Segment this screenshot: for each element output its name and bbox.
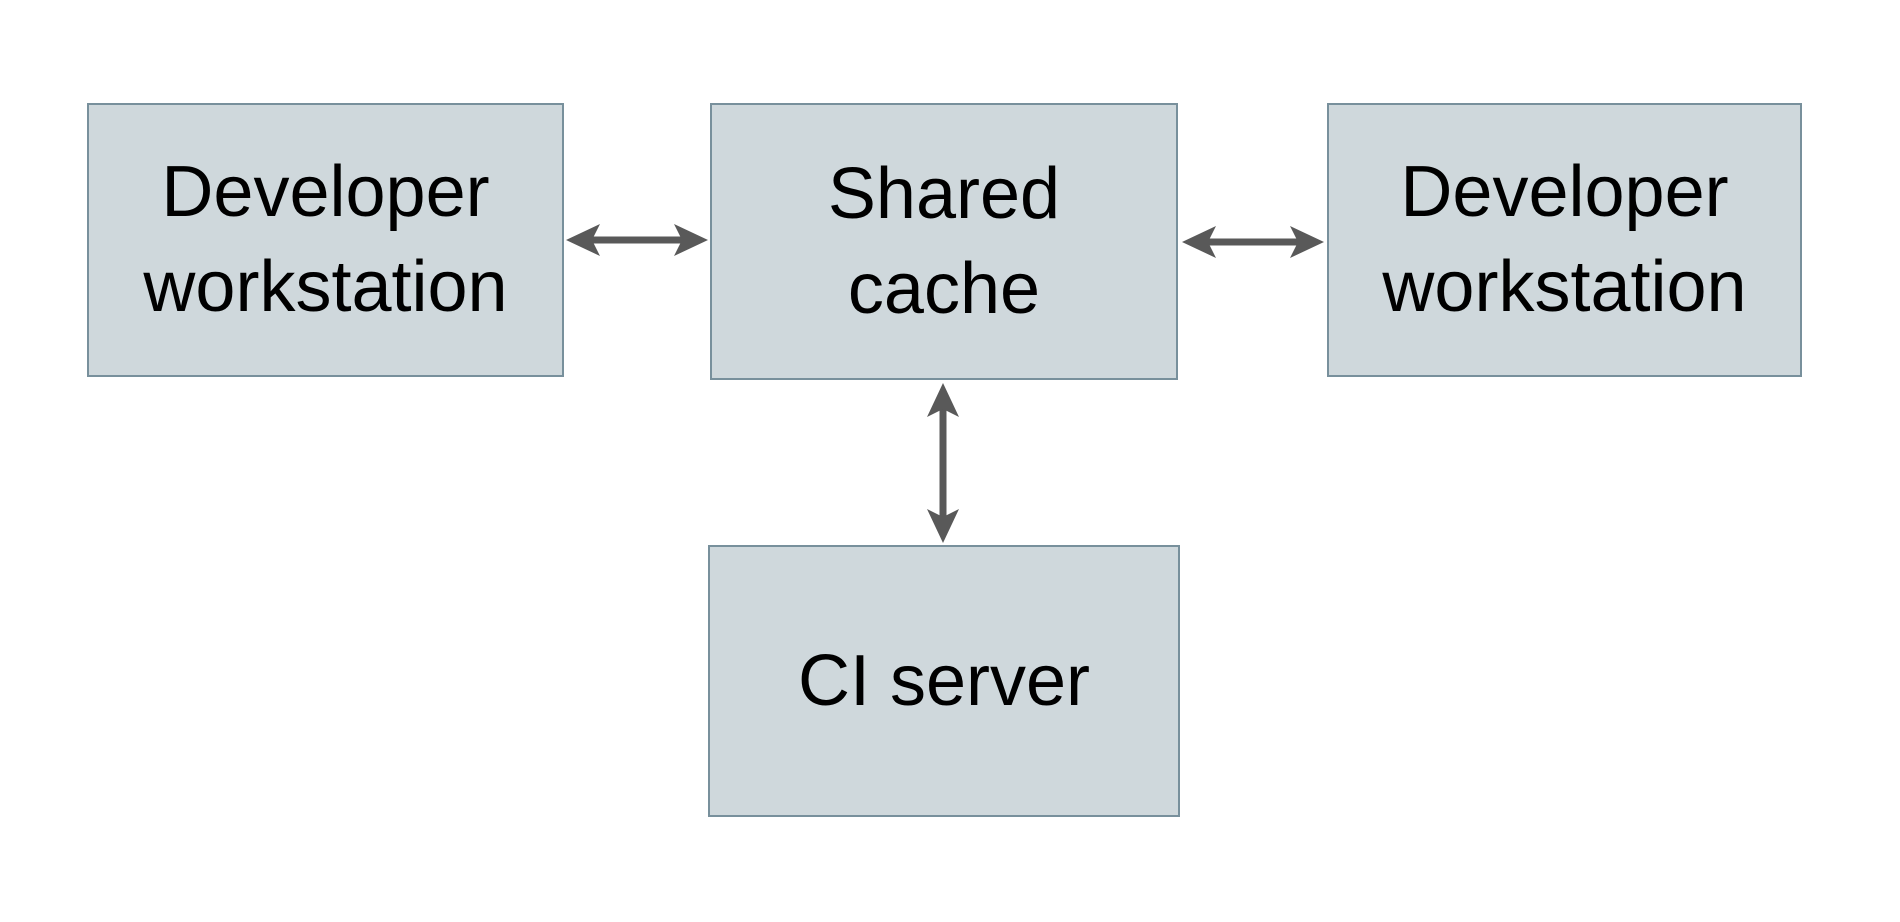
node-label-line: Developer: [1400, 152, 1729, 232]
double-arrow-cache-ci-server: [927, 383, 959, 543]
arrowhead-up-icon: [927, 383, 959, 417]
arrow-shaft: [592, 236, 682, 244]
arrow-shaft: [1208, 238, 1298, 246]
node-developer-workstation-left: Developer workstation: [87, 103, 564, 377]
node-label-line: workstation: [1382, 247, 1747, 327]
node-developer-workstation-right: Developer workstation: [1327, 103, 1802, 377]
node-label-line: cache: [847, 248, 1041, 329]
arrowhead-left-icon: [1182, 226, 1216, 258]
node-label-line: Shared: [827, 153, 1061, 234]
node-label-line: CI server: [797, 640, 1091, 721]
double-arrow-left-workstation-cache: [566, 224, 708, 256]
arrow-shaft: [939, 409, 947, 517]
arrowhead-right-icon: [1290, 226, 1324, 258]
arrowhead-right-icon: [674, 224, 708, 256]
double-arrow-cache-right-workstation: [1182, 226, 1324, 258]
node-label-line: workstation: [143, 247, 508, 327]
node-ci-server: CI server: [708, 545, 1180, 817]
arrowhead-left-icon: [566, 224, 600, 256]
node-shared-cache: Shared cache: [710, 103, 1178, 380]
arrowhead-down-icon: [927, 509, 959, 543]
node-label-line: Developer: [161, 152, 490, 232]
